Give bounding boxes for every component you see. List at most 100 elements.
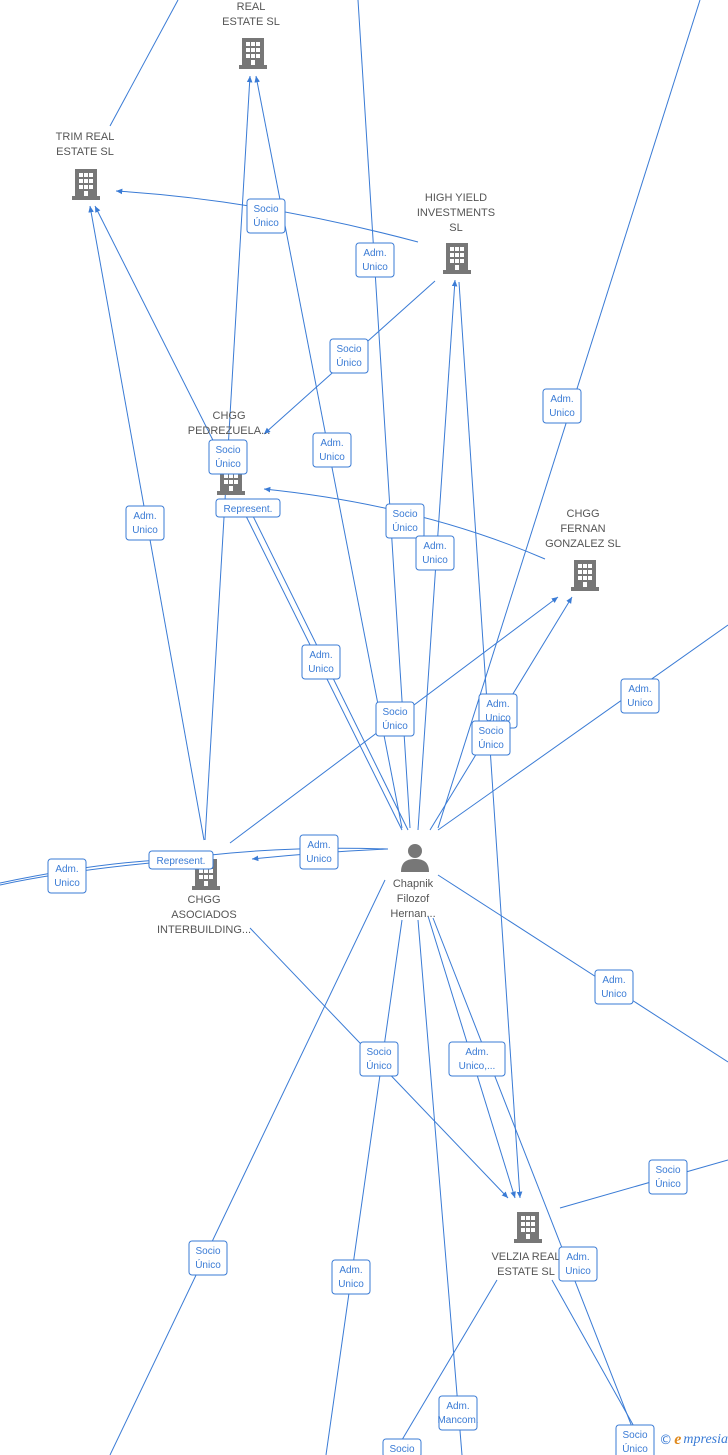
brand-initial: e <box>674 1431 682 1448</box>
relation-text: Represent. <box>157 856 206 867</box>
relation-box[interactable] <box>301 644 341 680</box>
relation-text: Socio <box>215 445 240 456</box>
building-icon[interactable] <box>443 243 471 274</box>
relation-box[interactable] <box>125 505 165 541</box>
relation-box[interactable] <box>329 338 369 374</box>
node-label-line: SL <box>449 222 462 234</box>
relation-label[interactable]: Adm.Unico <box>558 1246 598 1282</box>
relation-box[interactable] <box>215 498 281 518</box>
relation-text: Adm. <box>465 1047 488 1058</box>
node-label-line: HIGH YIELD <box>425 192 487 204</box>
edge-23 <box>432 917 644 1455</box>
relation-box[interactable] <box>415 535 455 571</box>
relation-text: Adm. <box>307 840 330 851</box>
relation-box[interactable] <box>359 1041 399 1077</box>
relation-box[interactable] <box>246 198 286 234</box>
relation-box[interactable] <box>620 678 660 714</box>
relation-box[interactable] <box>448 1041 506 1077</box>
relation-text: Socio <box>392 509 417 520</box>
relation-box[interactable] <box>648 1159 688 1195</box>
relation-label[interactable]: Adm.Mancom. <box>437 1395 479 1431</box>
relation-label[interactable]: Adm.Unico <box>125 505 165 541</box>
relation-box[interactable] <box>47 858 87 894</box>
relation-box[interactable] <box>148 850 214 870</box>
node-person[interactable]: ChapnikFilozofHernan... <box>390 844 436 920</box>
relation-box[interactable] <box>594 969 634 1005</box>
node-high_yield[interactable]: HIGH YIELD INVESTMENTS SL <box>417 192 495 274</box>
relation-box[interactable] <box>615 1424 655 1455</box>
relation-box[interactable] <box>542 388 582 424</box>
relation-text: Socio <box>622 1430 647 1441</box>
relation-label[interactable]: Adm.Unico <box>620 678 660 714</box>
copyright-symbol: © <box>659 1432 673 1448</box>
relation-box[interactable] <box>385 503 425 539</box>
relation-box[interactable] <box>331 1259 371 1295</box>
edge-1 <box>357 0 411 829</box>
relation-label[interactable]: Adm.Unico <box>594 969 634 1005</box>
node-real_estate[interactable]: REAL ESTATE SL <box>222 1 280 69</box>
node-label-line: FERNAN <box>560 523 605 535</box>
relation-box[interactable] <box>355 242 395 278</box>
node-asociados[interactable]: CHGGASOCIADOSINTERBUILDING... <box>157 859 251 936</box>
relation-box[interactable] <box>299 834 339 870</box>
relation-box[interactable] <box>208 439 248 475</box>
node-label-line: Chapnik <box>393 878 434 890</box>
relation-label[interactable]: Adm.Unico <box>47 858 87 894</box>
node-label-line: ASOCIADOS <box>171 909 236 921</box>
brand-name: mpresia <box>683 1432 728 1447</box>
relation-box[interactable] <box>188 1240 228 1276</box>
relation-label[interactable]: Adm.Unico <box>312 432 352 468</box>
relation-text: Adm. <box>602 975 625 986</box>
relation-box[interactable] <box>558 1246 598 1282</box>
relation-text: Único <box>215 457 241 470</box>
relation-text: Unico <box>132 525 158 536</box>
relation-text: Único <box>382 719 408 732</box>
relation-label[interactable]: Adm.Unico <box>355 242 395 278</box>
relation-text: Unico <box>549 408 575 419</box>
relation-box[interactable] <box>312 432 352 468</box>
relation-text: Adm. <box>550 394 573 405</box>
relation-text: Único <box>336 356 362 369</box>
node-pedrezuela[interactable]: CHGGPEDREZUELA... <box>188 410 271 495</box>
relation-label[interactable]: Socio <box>382 1438 422 1455</box>
person-icon[interactable] <box>401 844 429 872</box>
relation-label[interactable]: Represent. <box>148 850 214 870</box>
building-icon[interactable] <box>571 560 599 591</box>
relation-text: Socio <box>389 1444 414 1455</box>
node-label-line: INVESTMENTS <box>417 207 495 219</box>
relation-label[interactable]: Adm.Unico <box>415 535 455 571</box>
building-icon[interactable] <box>72 169 100 200</box>
relation-box[interactable] <box>438 1395 478 1431</box>
relation-box[interactable] <box>471 720 511 756</box>
node-label-line: VELZIA REAL <box>491 1251 560 1263</box>
relation-label[interactable]: Adm.Unico <box>331 1259 371 1295</box>
relation-label[interactable]: Adm. Unico <box>542 388 582 424</box>
node-label-line: REAL <box>237 1 266 13</box>
node-label-line: TRIM REAL <box>56 131 115 143</box>
building-icon[interactable] <box>239 38 267 69</box>
relation-text: Adm. <box>628 684 651 695</box>
relation-label[interactable]: Represent. <box>215 498 281 518</box>
relation-label[interactable]: Adm.Unico,... <box>448 1041 506 1077</box>
relation-label[interactable]: Adm.Unico <box>301 644 341 680</box>
relation-label[interactable]: Adm.Unico <box>299 834 339 870</box>
relation-box[interactable] <box>375 701 415 737</box>
building-icon[interactable] <box>514 1212 542 1243</box>
node-label-line: ESTATE SL <box>222 16 280 28</box>
relation-box[interactable] <box>382 1438 422 1455</box>
